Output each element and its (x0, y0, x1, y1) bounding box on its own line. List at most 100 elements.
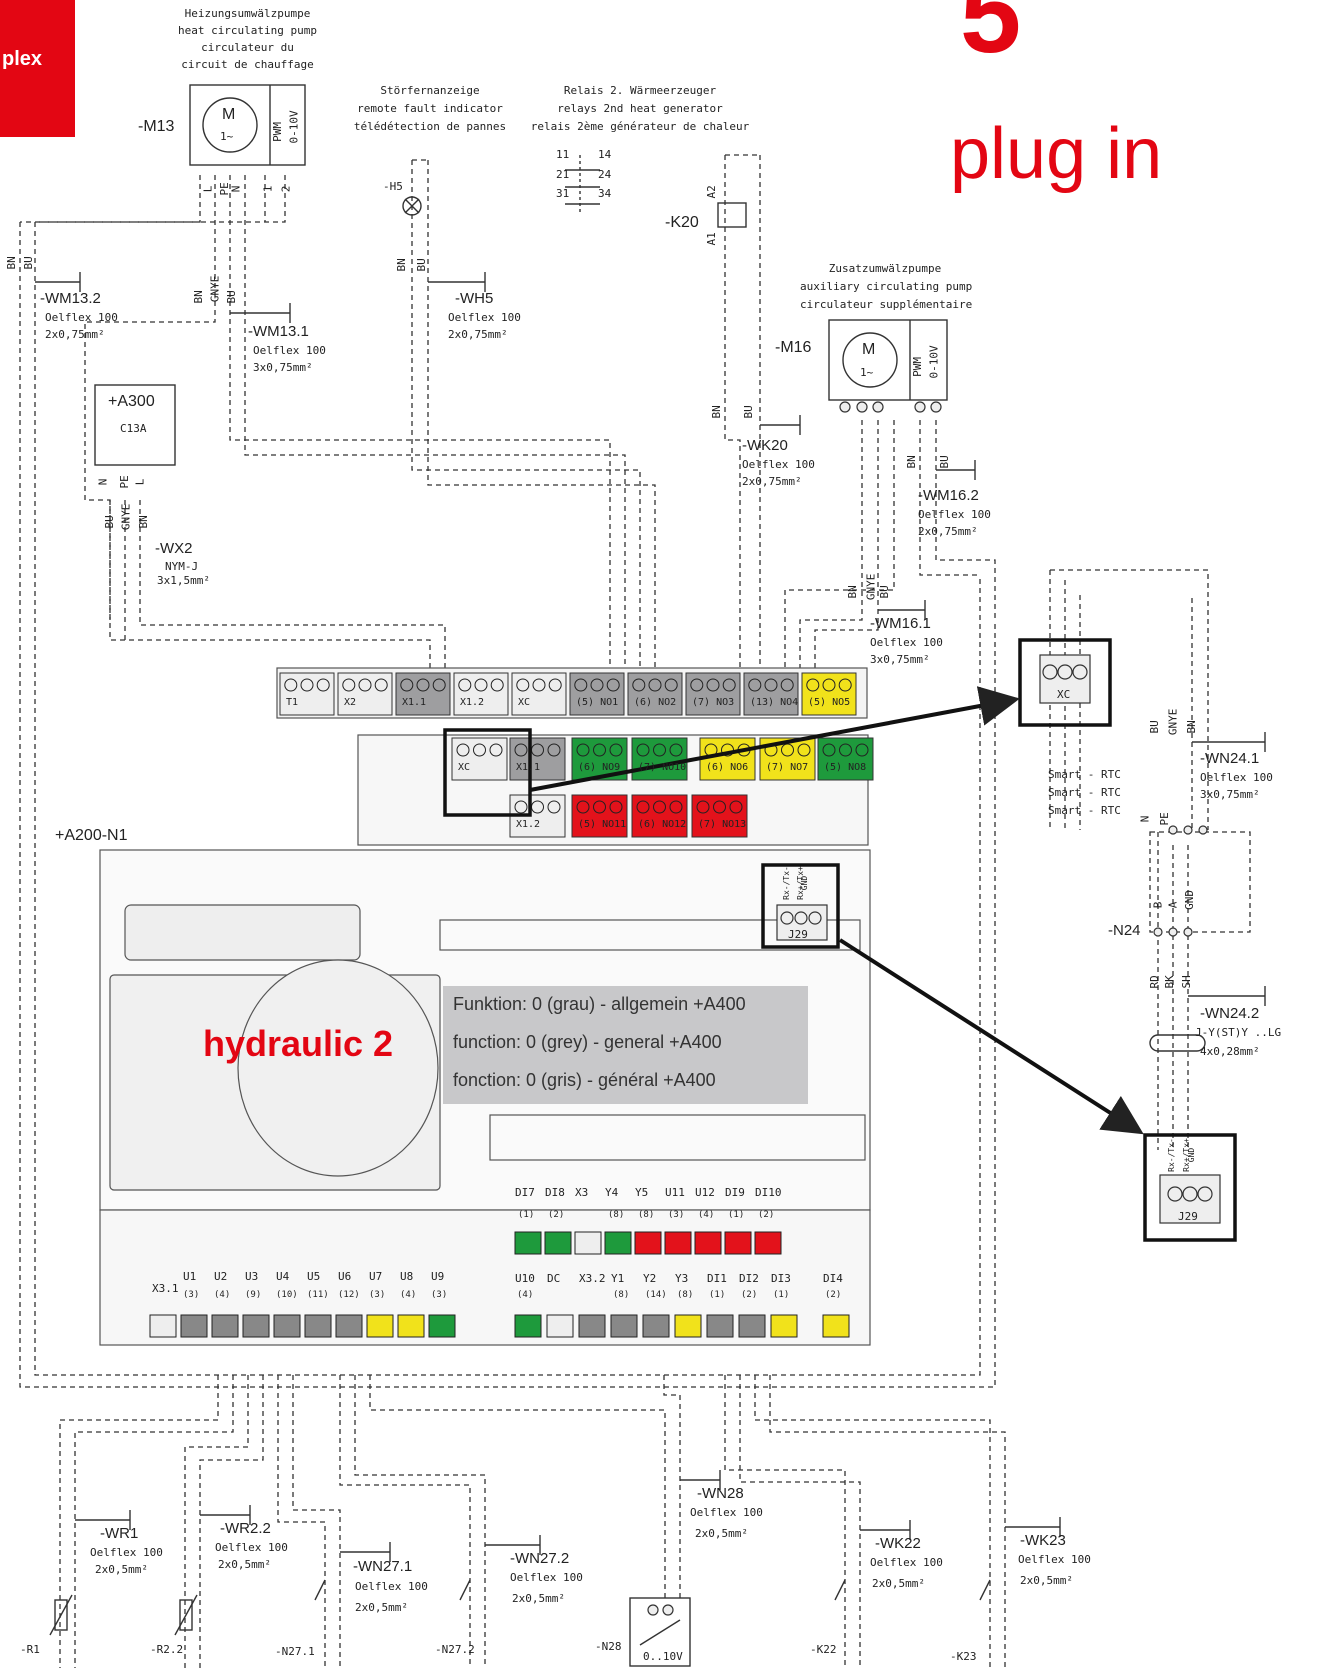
h5-title-en: remote fault indicator (357, 102, 503, 115)
left-connector-label: U4 (276, 1270, 290, 1283)
n24-smart-2: Smart - RTC (1048, 786, 1121, 799)
wire-l: L (201, 185, 215, 193)
m13-title-fr2: circuit de chauffage (181, 58, 314, 71)
k20-title-en: relays 2nd heat generator (557, 102, 723, 115)
wk20-type: Oelflex 100 (742, 458, 815, 471)
upper-connector (514, 1231, 542, 1255)
step-number: 5 (960, 0, 1022, 76)
wn28-size: 2x0,5mm² (695, 1527, 748, 1540)
n24-pin-gnd: GND (1183, 889, 1197, 910)
wk22-size: 2x0,5mm² (872, 1577, 925, 1590)
k20-contact-21: 21 (556, 168, 570, 181)
right-connector-code: (1) (773, 1290, 790, 1300)
left-connector-code: (3) (369, 1290, 386, 1300)
right-connector-label: DI3 (771, 1272, 791, 1285)
j29-pin-label: GND (1187, 1147, 1197, 1163)
top-terminal-5 (569, 672, 625, 716)
upper-connector-label: DI10 (755, 1186, 782, 1199)
m13-title-fr1: circulateur du (201, 41, 294, 54)
m13-title-de: Heizungsumwälzpumpe (184, 7, 311, 20)
left-connector-code: (11) (307, 1290, 329, 1300)
mid-terminal-6-label: (5) NO8 (824, 762, 867, 773)
right-connector (642, 1314, 670, 1338)
right-connector-label: DI1 (707, 1272, 727, 1285)
n28-range: 0..10V (643, 1650, 683, 1663)
wire-bn: BN (394, 258, 408, 272)
wire-l: L (133, 478, 147, 486)
wire-rd: RD (1147, 975, 1161, 989)
top-terminal-7 (685, 672, 741, 716)
wire-bn: BN (1184, 720, 1198, 734)
n24-pin-b: B (1151, 901, 1165, 909)
wm16-1-tag: -WM16.1 (870, 615, 931, 632)
wm13-2-tag: -WM13.2 (40, 290, 101, 307)
upper-connector-label: Y5 (635, 1186, 649, 1199)
right-connector-label: X3.2 (579, 1272, 606, 1285)
wire-bn: BN (191, 290, 205, 304)
top-terminal-7-label: (7) NO3 (692, 697, 735, 708)
right-connector-label: U10 (515, 1272, 535, 1285)
k20-title-fr: relais 2ème générateur de chaleur (530, 120, 750, 133)
left-connector (149, 1314, 177, 1338)
wn24-2-type: J-Y(ST)Y ..LG (1195, 1026, 1282, 1039)
wire-bn: BN (845, 585, 859, 599)
upper-connector-label: U12 (695, 1186, 715, 1199)
wn27-2-size: 2x0,5mm² (512, 1592, 565, 1605)
h5-title-de: Störfernanzeige (380, 84, 480, 97)
n27-1-tag: -N27.1 (275, 1645, 315, 1658)
wx2-type: NYM-J (165, 560, 199, 573)
right-connector (738, 1314, 766, 1338)
right-connector (674, 1314, 702, 1338)
k20-contact-31: 31 (556, 187, 570, 200)
k20-contact-14: 14 (598, 148, 612, 161)
upper-connector-code: (2) (758, 1210, 775, 1220)
wx2-size: 3x1,5mm² (157, 574, 210, 587)
right-connector (822, 1314, 850, 1338)
right-connector (546, 1314, 574, 1338)
right-connector-code: (8) (677, 1290, 694, 1300)
mid-terminal-1-label: X1.1 (516, 762, 541, 773)
top-terminal-9-label: (5) NO5 (808, 697, 851, 708)
wn27-1-tag: -WN27.1 (353, 1558, 413, 1575)
low-terminal-1 (571, 794, 628, 838)
top-terminal-2-label: X1.1 (402, 697, 427, 708)
top-terminal-strip (279, 672, 857, 716)
top-terminal-6 (627, 672, 683, 716)
wire-bu: BU (21, 256, 35, 270)
m16-motor: M (862, 341, 876, 358)
wire-sh: SH (1179, 975, 1193, 989)
right-connector-code: (8) (613, 1290, 630, 1300)
wire-bn: BN (4, 256, 18, 270)
m16-range: 0-10V (927, 345, 941, 379)
outer-frame-inner (34, 222, 981, 1376)
wm16-2-size: 2x0,75mm² (918, 525, 978, 538)
left-connector (335, 1314, 363, 1338)
xc-zoom-box (1018, 638, 1112, 727)
right-connector-label: Y3 (675, 1272, 689, 1285)
brand-text: plex (2, 48, 43, 70)
r1-tag: -R1 (20, 1643, 40, 1656)
m16-tag: -M16 (775, 339, 812, 356)
wr2-2-size: 2x0,5mm² (218, 1558, 271, 1571)
a300-tag: +A300 (108, 393, 155, 410)
right-connector-code: (14) (645, 1290, 667, 1300)
wire-bu: BU (741, 405, 755, 419)
right-connector (578, 1314, 606, 1338)
m13-motor: M (222, 106, 236, 123)
left-connector-label: U5 (307, 1270, 321, 1283)
right-connector-code: (1) (709, 1290, 726, 1300)
n28-tag: -N28 (595, 1640, 622, 1653)
upper-connector-label: Y4 (605, 1186, 619, 1199)
j29-highlight-box (761, 863, 840, 949)
m13-tag: -M13 (138, 118, 175, 135)
mid-terminal-3-label: (7) NO10 (638, 762, 687, 773)
function-info-box: Funktion: 0 (grau) - allgemein +A400 fun… (443, 986, 808, 1104)
wn28-type: Oelflex 100 (690, 1506, 763, 1519)
low-terminal-3-label: (7) NO13 (698, 819, 747, 830)
left-connector (211, 1314, 239, 1338)
step-title: plug in (950, 114, 1163, 194)
left-connector-code: (3) (431, 1290, 448, 1300)
wire-n: N (229, 185, 243, 193)
upper-connector-label: DI8 (545, 1186, 565, 1199)
top-terminal-9 (801, 672, 857, 716)
